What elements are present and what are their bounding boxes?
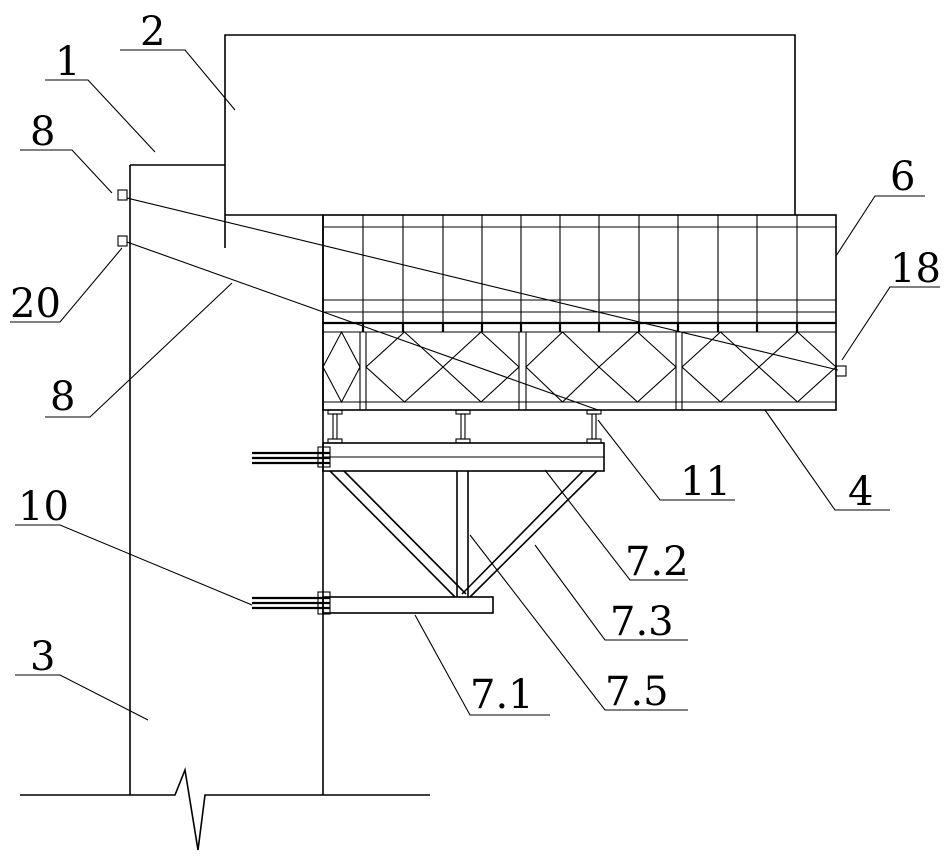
leader-lines [10,49,940,721]
label-2: 2 [140,9,165,55]
truss-diamond [525,331,600,403]
label-6: 6 [890,154,915,200]
truss-diamond [442,331,520,403]
formwork-upper [322,214,837,332]
truss-diamond [681,331,760,403]
label-20: 20 [10,281,61,327]
labels: 1 2 3 4 6 8 8 10 11 18 20 7.1 7.2 7.3 7.… [10,9,941,718]
label-7-5: 7.5 [605,669,669,715]
label-8-bottom: 8 [50,374,75,420]
label-4: 4 [848,469,873,515]
label-7-1: 7.1 [470,672,534,718]
label-7-3: 7.3 [610,599,674,645]
label-1: 1 [55,39,80,85]
label-11: 11 [680,459,731,505]
truss-diamond [322,330,361,404]
pier [129,164,324,795]
upper-block [224,34,796,248]
ground-line [20,767,430,851]
i-beam-web [460,413,466,440]
truss-diamond [598,331,677,403]
i-beam-web [591,413,597,440]
label-7-2: 7.2 [625,539,689,585]
label-10: 10 [18,484,69,530]
label-18: 18 [890,246,941,292]
bracket [252,442,605,615]
truss-diamond [365,331,444,403]
cables [117,189,847,411]
truss-diamond [758,331,837,403]
label-3: 3 [30,634,55,680]
truss [322,321,837,411]
label-8-top: 8 [30,109,55,155]
i-beams [323,409,605,444]
i-beam-web [332,413,338,440]
